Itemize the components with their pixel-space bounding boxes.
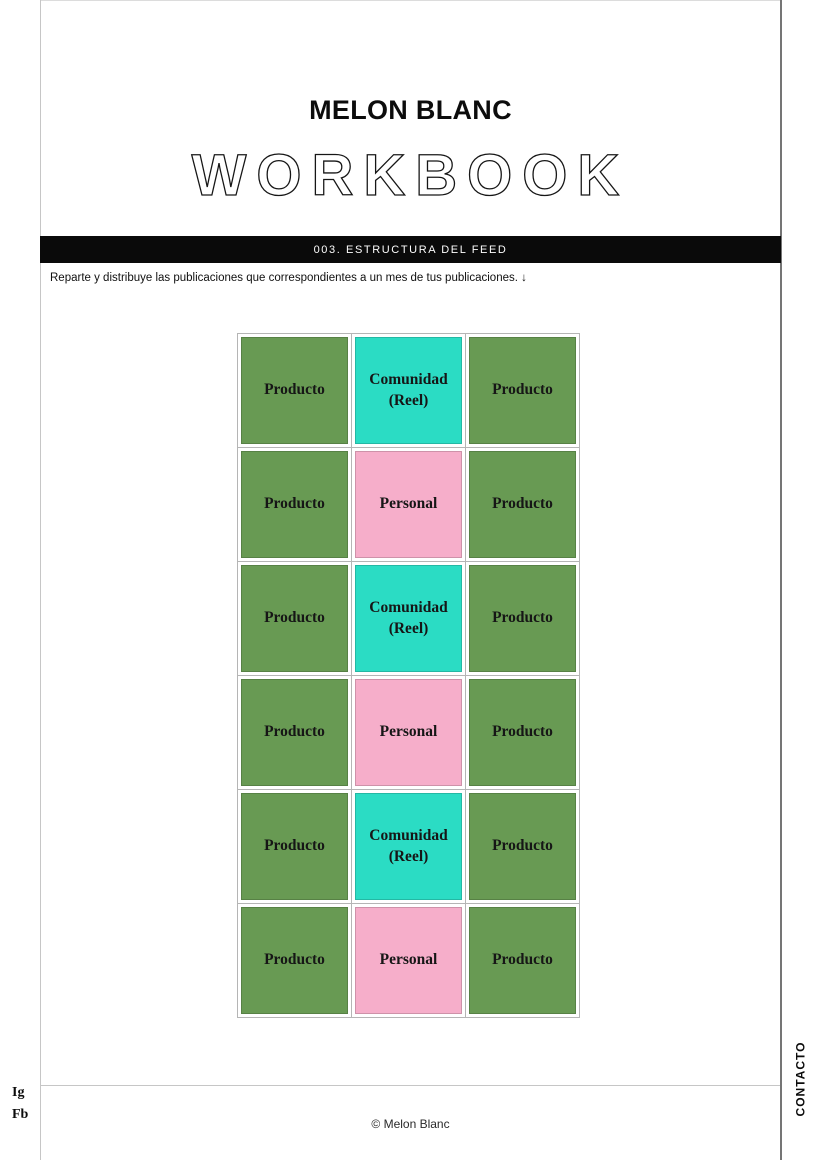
grid-cell-block-producto: Producto <box>241 451 348 558</box>
grid-cell-label: Producto <box>264 609 325 627</box>
contact-link-label: CONTACTO <box>793 1041 808 1117</box>
workbook-title: WORKBOOK <box>191 143 630 208</box>
grid-cell: Producto <box>466 904 580 1018</box>
instruction-text: Reparte y distribuye las publicaciones q… <box>50 272 527 284</box>
grid-cell-block-comunidad: Comunidad (Reel) <box>355 793 462 900</box>
grid-cell-block-producto: Producto <box>469 565 576 672</box>
grid-cell: Comunidad (Reel) <box>352 562 466 676</box>
left-rule <box>40 0 41 1160</box>
grid-cell-block-producto: Producto <box>469 793 576 900</box>
grid-cell-block-comunidad: Comunidad (Reel) <box>355 565 462 672</box>
grid-cell-label: Producto <box>492 495 553 513</box>
grid-cell: Personal <box>352 904 466 1018</box>
grid-cell: Comunidad (Reel) <box>352 334 466 448</box>
grid-cell: Producto <box>238 334 352 448</box>
social-links: Ig Fb <box>12 1082 28 1126</box>
grid-cell-label: Producto <box>492 837 553 855</box>
section-bar-label: 003. ESTRUCTURA DEL FEED <box>313 243 508 256</box>
grid-cell: Producto <box>238 790 352 904</box>
grid-cell-label: Personal <box>379 495 438 513</box>
grid-cell: Producto <box>238 676 352 790</box>
grid-cell-label: Producto <box>264 495 325 513</box>
facebook-link[interactable]: Fb <box>12 1107 29 1122</box>
grid-cell-label: Producto <box>492 609 553 627</box>
grid-cell-block-producto: Producto <box>469 451 576 558</box>
grid-cell-block-personal: Personal <box>355 451 462 558</box>
grid-cell-label: Producto <box>264 381 325 399</box>
section-bar: 003. ESTRUCTURA DEL FEED <box>40 236 781 263</box>
grid-cell-block-producto: Producto <box>469 679 576 786</box>
grid-cell-label: Producto <box>264 951 325 969</box>
brand-title: MELON BLANC <box>309 95 512 125</box>
grid-cell-label: Producto <box>492 381 553 399</box>
grid-cell-block-comunidad: Comunidad (Reel) <box>355 337 462 444</box>
grid-cell-label: Producto <box>264 837 325 855</box>
grid-cell-block-producto: Producto <box>241 907 348 1014</box>
grid-cell-block-producto: Producto <box>241 793 348 900</box>
grid-cell-label: Comunidad (Reel) <box>369 826 448 865</box>
grid-cell-label: Producto <box>492 951 553 969</box>
copyright-text: © Melon Blanc <box>371 1117 450 1131</box>
grid-cell: Producto <box>238 448 352 562</box>
grid-cell-label: Producto <box>492 723 553 741</box>
grid-cell: Producto <box>466 790 580 904</box>
grid-cell-block-producto: Producto <box>241 337 348 444</box>
grid-cell-label: Producto <box>264 723 325 741</box>
instagram-link[interactable]: Ig <box>12 1085 25 1100</box>
grid-cell-block-producto: Producto <box>241 565 348 672</box>
grid-cell-block-personal: Personal <box>355 679 462 786</box>
footer-rule <box>41 1085 780 1086</box>
grid-cell-label: Comunidad (Reel) <box>369 370 448 409</box>
grid-cell: Personal <box>352 676 466 790</box>
grid-cell: Producto <box>466 562 580 676</box>
grid-cell: Producto <box>466 448 580 562</box>
grid-cell-label: Personal <box>379 951 438 969</box>
grid-cell-block-producto: Producto <box>241 679 348 786</box>
grid-cell: Personal <box>352 448 466 562</box>
grid-cell: Producto <box>466 676 580 790</box>
grid-cell-block-producto: Producto <box>469 907 576 1014</box>
grid-cell-label: Personal <box>379 723 438 741</box>
top-rule <box>41 0 780 1</box>
right-rule <box>780 0 782 1160</box>
grid-cell-label: Comunidad (Reel) <box>369 598 448 637</box>
grid-cell-block-producto: Producto <box>469 337 576 444</box>
grid-cell: Producto <box>466 334 580 448</box>
grid-cell: Comunidad (Reel) <box>352 790 466 904</box>
contact-link[interactable]: CONTACTO <box>776 1036 820 1122</box>
grid-cell: Producto <box>238 904 352 1018</box>
grid-cell-block-personal: Personal <box>355 907 462 1014</box>
grid-cell: Producto <box>238 562 352 676</box>
